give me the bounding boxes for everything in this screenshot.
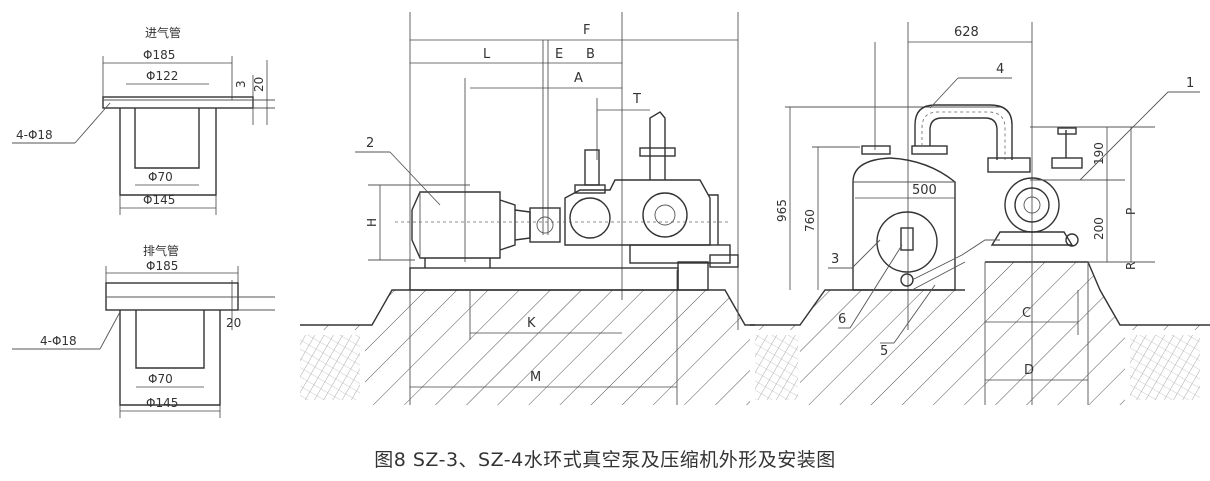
dim-R: R bbox=[1124, 262, 1138, 270]
outlet-bolt-label: 4-Φ18 bbox=[40, 334, 77, 348]
dim-760: 760 bbox=[803, 209, 817, 232]
callout-5: 5 bbox=[880, 344, 888, 359]
dim-F: F bbox=[583, 23, 590, 38]
inlet-thk1: 3 bbox=[234, 80, 248, 88]
dim-L: L bbox=[483, 47, 491, 62]
inlet-d-bolt: Φ122 bbox=[146, 69, 178, 83]
outlet-d-base: Φ145 bbox=[146, 396, 178, 410]
dim-200: 200 bbox=[1092, 217, 1106, 240]
inlet-bolt-label: 4-Φ18 bbox=[16, 128, 53, 142]
dim-T: T bbox=[632, 92, 641, 107]
inlet-d-base: Φ145 bbox=[143, 193, 175, 207]
outlet-d-outer: Φ185 bbox=[146, 259, 178, 273]
dim-B: B bbox=[586, 47, 595, 62]
outlet-thk: 20 bbox=[226, 316, 241, 330]
dim-H: H bbox=[365, 218, 379, 227]
figure-caption: 图8 SZ-3、SZ-4水环式真空泵及压缩机外形及安装图 bbox=[374, 449, 836, 471]
dim-C: C bbox=[1022, 306, 1031, 321]
dim-628: 628 bbox=[954, 25, 979, 40]
dim-M: M bbox=[530, 370, 541, 385]
inlet-d-inner: Φ70 bbox=[148, 170, 173, 184]
inlet-d-outer: Φ185 bbox=[143, 48, 175, 62]
inlet-thk2: 20 bbox=[252, 77, 266, 92]
dim-500: 500 bbox=[912, 183, 937, 198]
dim-D: D bbox=[1024, 363, 1034, 378]
callout-3: 3 bbox=[831, 252, 839, 267]
dim-E: E bbox=[555, 47, 563, 62]
dim-965: 965 bbox=[775, 199, 789, 222]
front-view: 628 965 760 500 bbox=[750, 22, 1210, 405]
outlet-pipe-title: 排气管 bbox=[143, 243, 179, 258]
callout-6: 6 bbox=[838, 312, 846, 327]
callout-1: 1 bbox=[1186, 76, 1194, 91]
outlet-d-inner: Φ70 bbox=[148, 372, 173, 386]
dim-K: K bbox=[527, 316, 536, 331]
inlet-pipe-detail: 进气管 Φ185 Φ122 3 20 Φ70 Φ145 4-Φ18 bbox=[12, 25, 275, 215]
inlet-pipe-title: 进气管 bbox=[145, 25, 181, 40]
callout-2: 2 bbox=[366, 136, 374, 151]
callout-4: 4 bbox=[996, 62, 1004, 77]
dim-190: 190 bbox=[1092, 142, 1106, 165]
dim-P: P bbox=[1124, 208, 1138, 215]
dim-A: A bbox=[574, 71, 583, 86]
side-view: F L E B A T H bbox=[300, 12, 755, 405]
outlet-pipe-detail: 排气管 Φ185 20 Φ70 Φ145 4-Φ18 bbox=[12, 243, 275, 418]
